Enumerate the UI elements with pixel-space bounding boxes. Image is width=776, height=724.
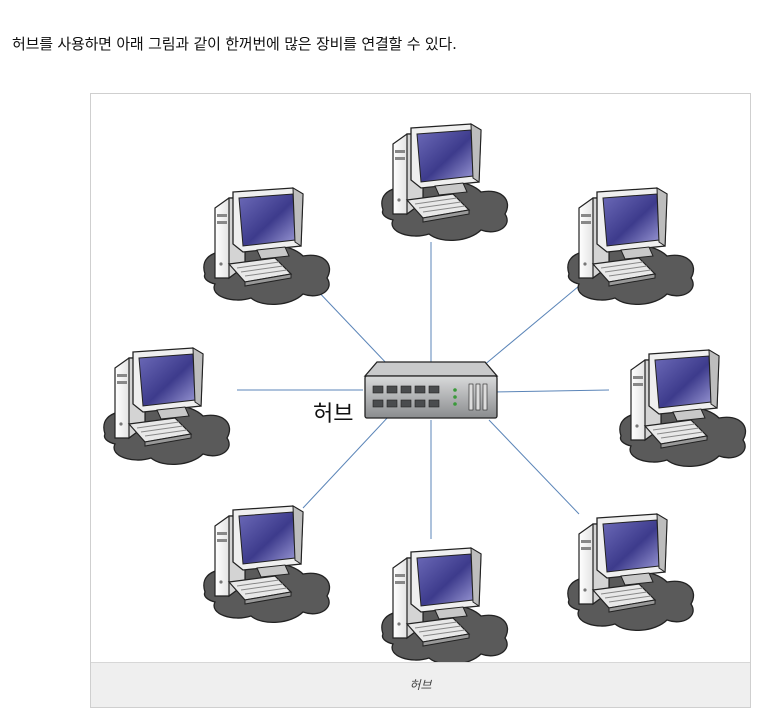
figure: 허브 허브 bbox=[90, 93, 751, 708]
figure-caption: 허브 bbox=[91, 662, 750, 707]
link-line bbox=[482, 285, 580, 367]
desktop-computer-icon bbox=[203, 187, 331, 306]
desktop-computer-icon bbox=[203, 505, 331, 624]
hub-network-diagram: 허브 bbox=[103, 123, 747, 662]
desktop-computer-icon bbox=[103, 347, 231, 466]
link-line bbox=[490, 389, 610, 393]
network-hub-icon bbox=[363, 361, 499, 419]
link-lines bbox=[237, 242, 610, 539]
link-line bbox=[488, 419, 580, 515]
desktop-computer-icon bbox=[567, 513, 695, 632]
intro-text: 허브를 사용하면 아래 그림과 같이 한꺼번에 많은 장비를 연결할 수 있다. bbox=[12, 35, 457, 53]
hub-label: 허브 bbox=[313, 402, 353, 427]
link-line bbox=[302, 415, 390, 509]
link-line bbox=[312, 285, 390, 367]
desktop-computer-icon bbox=[381, 547, 509, 662]
desktop-computer-icon bbox=[567, 187, 695, 306]
desktop-computer-icon bbox=[619, 349, 747, 468]
desktop-computer-icon bbox=[381, 123, 509, 242]
